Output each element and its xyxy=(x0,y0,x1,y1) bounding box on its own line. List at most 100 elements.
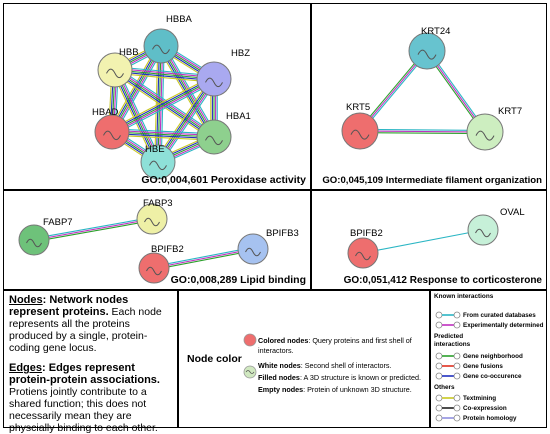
network-edge xyxy=(33,216,153,243)
nodes-title: Nodes xyxy=(9,294,43,306)
edge-swatch-icon xyxy=(435,372,461,380)
panel-caption: GO:0,008,289 Lipid binding xyxy=(170,274,306,286)
protein-structure-icon xyxy=(26,238,42,248)
edge-legend-label: Protein homology xyxy=(463,414,517,422)
protein-node[interactable]: OVAL xyxy=(467,207,525,246)
protein-node[interactable]: BPIFB3 xyxy=(237,228,299,265)
protein-node[interactable]: KRT5 xyxy=(341,102,379,150)
node-label: HBA1 xyxy=(226,111,251,122)
panel-caption: GO:0,051,412 Response to corticosterone xyxy=(343,275,542,286)
edge-legend-item: Experimentally determined xyxy=(435,320,544,330)
network-edge xyxy=(110,75,216,136)
protein-node[interactable]: HBZ xyxy=(196,48,250,97)
edge-swatch-icon xyxy=(435,321,461,329)
edges-body: Protiens jointly contribute to a shared … xyxy=(9,386,158,434)
node-label: FABP3 xyxy=(143,198,173,209)
protein-node[interactable]: KRT7 xyxy=(466,106,522,151)
empty-nodes-text: Empty nodes: Protein of unknown 3D struc… xyxy=(258,385,426,395)
protein-node[interactable]: HBA1 xyxy=(196,111,251,155)
edges-title: Edges xyxy=(9,362,43,374)
protein-structure-icon xyxy=(350,129,370,140)
protein-node[interactable]: HBBA xyxy=(143,14,193,64)
edge-legend-label: Gene neighborhood xyxy=(463,352,523,360)
edge-legend-item: Gene fusions xyxy=(435,361,523,371)
node-label: BPIFB2 xyxy=(350,228,383,239)
edge-legend-item: From curated databases xyxy=(435,310,544,320)
node-label: BPIFB3 xyxy=(266,228,299,239)
node-label: FABP7 xyxy=(43,217,73,228)
node-label: HBZ xyxy=(231,48,250,59)
protein-structure-icon xyxy=(355,251,371,261)
protein-node[interactable]: BPIFB2 xyxy=(138,244,184,284)
node-color-swatches xyxy=(243,333,257,379)
protein-node[interactable]: FABP7 xyxy=(18,217,73,256)
white-nodes-term: White nodes xyxy=(258,361,301,370)
panel-caption: GO:0,004,601 Peroxidase activity xyxy=(141,174,306,186)
protein-node[interactable]: FABP3 xyxy=(136,198,173,235)
edges-title-rest: : Edges represent protein-protein associ… xyxy=(9,362,160,386)
node-color-box: Node color Colored nodes: Query proteins… xyxy=(178,290,430,428)
nodes-description: Nodes: Network nodes represent proteins.… xyxy=(9,294,172,354)
edge-legend-label: Experimentally determined xyxy=(463,321,544,329)
protein-node[interactable]: HBB xyxy=(97,47,139,88)
protein-node[interactable]: KRT24 xyxy=(408,26,450,70)
edge-swatch-icon xyxy=(435,414,461,422)
node-label: KRT7 xyxy=(498,106,522,117)
node-label: HBAD xyxy=(92,107,119,118)
protein-structure-icon xyxy=(152,44,170,55)
network-edge xyxy=(362,229,484,254)
colored-nodes-text: Colored nodes: Query proteins and first … xyxy=(258,336,426,355)
edge-legend-item: Co-expression xyxy=(435,403,517,413)
others-heading: Others xyxy=(434,384,455,391)
network-corticosterone: BPIFB2 OVAL xyxy=(347,207,525,269)
edges-description: Edges: Edges represent protein-protein a… xyxy=(9,362,172,434)
edge-swatch-icon xyxy=(435,394,461,402)
node-label: HBB xyxy=(119,47,139,58)
empty-nodes-term: Empty nodes xyxy=(258,385,304,394)
protein-structure-icon xyxy=(475,130,495,141)
colored-nodes-term: Colored nodes xyxy=(258,336,309,345)
protein-structure-icon xyxy=(245,247,261,257)
empty-nodes-desc: : Protein of unknown 3D structure. xyxy=(303,385,412,394)
edge-swatch-icon xyxy=(435,404,461,412)
filled-nodes-desc: : A 3D structure is known or predicted. xyxy=(299,373,421,382)
panel-corticosterone: BPIFB2 OVAL GO:0,051,412 Response to cort… xyxy=(311,190,547,290)
node-label: HBE xyxy=(145,144,165,155)
nodes-title-rest: : Network nodes represent proteins. xyxy=(9,294,129,318)
network-edge xyxy=(153,246,254,271)
node-label: KRT24 xyxy=(421,26,450,37)
edge-legend-item: Gene co-occurence xyxy=(435,371,523,381)
protein-node[interactable]: HBE xyxy=(140,144,176,180)
colored-nodes-desc: : Query proteins and first shell of inte… xyxy=(258,336,412,355)
protein-node[interactable]: BPIFB2 xyxy=(347,228,383,269)
edge-swatch-icon xyxy=(435,311,461,319)
node-label: BPIFB2 xyxy=(151,244,184,255)
protein-structure-icon xyxy=(475,228,491,238)
node-label: KRT5 xyxy=(346,102,370,113)
node-color-heading: Node color xyxy=(187,353,242,365)
protein-structure-icon xyxy=(144,217,160,227)
filled-nodes-text: Filled nodes: A 3D structure is known or… xyxy=(258,373,426,383)
panel-caption: GO:0,045,109 Intermediate filament organ… xyxy=(322,175,542,186)
edge-swatch-icon xyxy=(435,352,461,360)
protein-node[interactable]: HBAD xyxy=(92,107,130,150)
protein-structure-icon xyxy=(146,266,162,276)
edge-legend-label: Co-expression xyxy=(463,404,507,412)
nodes-body: Each node represents all the proteins pr… xyxy=(9,306,162,354)
predicted-heading: Predicted interactions xyxy=(434,333,471,348)
edge-legend-label: From curated databases xyxy=(463,311,536,319)
network-edge xyxy=(154,45,165,163)
protein-structure-icon xyxy=(205,135,223,146)
edge-legend-item: Gene neighborhood xyxy=(435,351,523,361)
edge-legend-item: Protein homology xyxy=(435,413,517,423)
white-nodes-desc: : Second shell of interactors. xyxy=(300,361,392,370)
protein-structure-icon xyxy=(106,68,124,79)
protein-structure-icon xyxy=(205,77,223,88)
